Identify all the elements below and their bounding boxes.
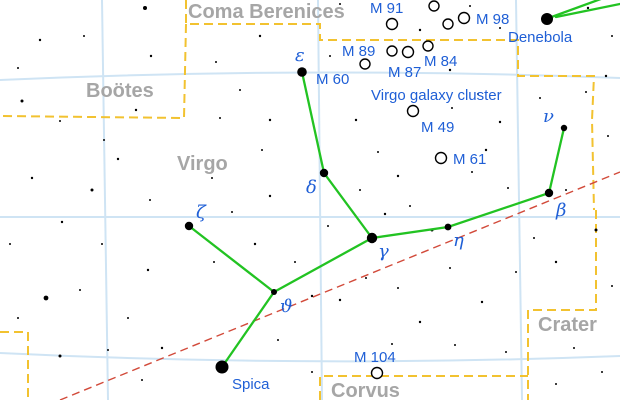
grid-line-dec-1 bbox=[0, 71, 620, 81]
label-coma-berenices: Coma Berenices bbox=[188, 1, 345, 23]
galaxy-coma-1 bbox=[428, 0, 440, 12]
label-m89: M 89 bbox=[342, 43, 375, 60]
galaxy-m84 bbox=[422, 40, 434, 52]
grid-line-dec-3 bbox=[0, 352, 620, 363]
grid-line-ra-2 bbox=[317, 0, 323, 400]
galaxy-cluster-member bbox=[406, 104, 420, 118]
label-beta: β bbox=[555, 200, 566, 221]
galaxy-m89 bbox=[386, 45, 398, 57]
boundary-virgo-corvus bbox=[319, 375, 528, 400]
label-m84: M 84 bbox=[424, 53, 457, 70]
boundary-virgo-crater bbox=[527, 210, 597, 400]
asterism-epsilon-gamma bbox=[300, 70, 374, 240]
asterism-gamma-beta-nu bbox=[370, 126, 566, 240]
star-spica bbox=[215, 360, 229, 374]
star-zeta bbox=[184, 221, 194, 231]
star-epsilon bbox=[297, 67, 307, 77]
asterism-gamma-theta-spica bbox=[220, 236, 374, 369]
ecliptic-line bbox=[59, 171, 620, 400]
label-gamma: γ bbox=[378, 241, 389, 262]
label-denebola: Denebola bbox=[508, 29, 573, 46]
label-m91: M 91 bbox=[370, 0, 403, 17]
star-nu bbox=[560, 124, 568, 132]
label-crater: Crater bbox=[538, 314, 597, 336]
background-stars bbox=[9, 3, 613, 385]
galaxy-m60 bbox=[359, 58, 371, 70]
label-m104: M 104 bbox=[354, 349, 396, 366]
galaxy-m87 bbox=[401, 45, 415, 59]
label-m60: M 60 bbox=[316, 71, 349, 88]
label-m49: M 49 bbox=[421, 119, 454, 136]
galaxy-coma-2 bbox=[442, 18, 454, 30]
deep-sky-labels: M 91 M 98 M 60 M 89 M 87 M 84 Virgo gala… bbox=[316, 0, 509, 366]
constellation-labels: Coma Berenices Boötes Virgo Crater Corvu… bbox=[86, 1, 597, 400]
boundary-bootes-virgo bbox=[0, 23, 187, 120]
asterism-zeta-theta bbox=[187, 224, 276, 294]
label-theta: ϑ bbox=[280, 296, 293, 317]
deep-sky-objects bbox=[359, 0, 471, 380]
star-beta bbox=[544, 188, 554, 198]
galaxy-m91 bbox=[385, 17, 399, 31]
label-zeta: ζ bbox=[196, 202, 207, 223]
label-corvus: Corvus bbox=[331, 380, 400, 400]
label-epsilon: ε bbox=[295, 45, 305, 66]
label-virgo-cluster: Virgo galaxy cluster bbox=[371, 87, 502, 104]
galaxy-m104 bbox=[370, 366, 384, 380]
label-m61: M 61 bbox=[453, 151, 486, 168]
star-eta bbox=[444, 223, 452, 231]
boundary-lower-left bbox=[0, 331, 29, 400]
label-nu: ν bbox=[543, 106, 554, 127]
boundary-coma-virgo bbox=[185, 0, 596, 211]
galaxy-m61 bbox=[434, 151, 448, 165]
constellation-boundaries bbox=[0, 0, 597, 400]
star-labels: Denebola Spica ε δ γ η β ν ζ ϑ bbox=[196, 29, 573, 393]
asterism-denebola-2 bbox=[554, 2, 620, 19]
label-delta: δ bbox=[306, 177, 317, 198]
star-gamma bbox=[366, 232, 378, 244]
label-eta: η bbox=[453, 230, 464, 251]
label-bootes: Boötes bbox=[86, 80, 154, 102]
label-m98: M 98 bbox=[476, 11, 509, 28]
label-m87: M 87 bbox=[388, 64, 421, 81]
label-virgo: Virgo bbox=[177, 153, 228, 175]
star-denebola bbox=[541, 13, 553, 25]
asterism-denebola bbox=[544, 0, 602, 21]
named-stars bbox=[184, 13, 568, 374]
galaxy-m98 bbox=[457, 11, 471, 25]
star-delta bbox=[319, 168, 329, 178]
star-theta bbox=[271, 289, 277, 295]
grid-line-ra-1 bbox=[101, 0, 109, 400]
label-spica: Spica bbox=[232, 376, 270, 393]
